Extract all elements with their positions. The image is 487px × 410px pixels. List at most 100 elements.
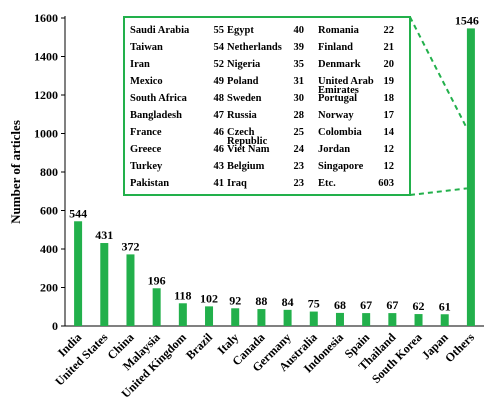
bar bbox=[178, 303, 187, 326]
inset-country: Iran bbox=[130, 59, 150, 70]
category-label: Brazil bbox=[183, 330, 216, 363]
inset-country: Portugal bbox=[318, 93, 357, 104]
inset-value: 35 bbox=[294, 59, 305, 70]
y-tick-label: 1400 bbox=[34, 50, 58, 64]
y-axis-label: Number of articles bbox=[8, 120, 23, 224]
inset-value: 12 bbox=[384, 144, 395, 155]
inset-country: Nigeria bbox=[227, 59, 261, 70]
bar bbox=[388, 313, 397, 326]
inset-country: Pakistan bbox=[130, 178, 169, 189]
inset-value: 46 bbox=[214, 127, 225, 138]
inset-value: 28 bbox=[294, 110, 305, 121]
bar bbox=[152, 288, 161, 326]
inset-country: Finland bbox=[318, 42, 353, 53]
inset-country: South Africa bbox=[130, 93, 188, 104]
connector-line bbox=[409, 16, 468, 129]
inset-country: Denmark bbox=[318, 59, 361, 70]
inset-country: Taiwan bbox=[130, 42, 163, 53]
inset-value: 19 bbox=[384, 76, 395, 87]
y-tick-label: 400 bbox=[40, 242, 58, 256]
inset-value: 55 bbox=[214, 25, 225, 36]
connector-line bbox=[409, 187, 468, 196]
inset-value: 52 bbox=[214, 59, 225, 70]
inset-value: 25 bbox=[294, 127, 305, 138]
inset-country: Etc. bbox=[318, 178, 336, 189]
inset-value: 48 bbox=[214, 93, 225, 104]
data-label: 62 bbox=[413, 299, 425, 313]
data-label: 1546 bbox=[455, 13, 479, 27]
category-label: Others bbox=[442, 330, 477, 365]
inset-value: 12 bbox=[384, 161, 395, 172]
data-label: 431 bbox=[95, 228, 113, 242]
bars bbox=[74, 28, 475, 327]
inset-country: Saudi Arabia bbox=[130, 25, 190, 36]
inset-country: Russia bbox=[227, 110, 258, 121]
bar bbox=[440, 314, 449, 326]
data-label: 68 bbox=[334, 298, 346, 312]
inset-value: 46 bbox=[214, 144, 225, 155]
inset-country: Jordan bbox=[318, 144, 350, 155]
inset-value: 24 bbox=[294, 144, 305, 155]
y-tick-label: 1000 bbox=[34, 127, 58, 141]
inset-country: Viet Nam bbox=[227, 144, 270, 155]
inset-box bbox=[123, 16, 411, 196]
y-tick-label: 1600 bbox=[34, 11, 58, 25]
inset-country: Poland bbox=[227, 76, 259, 87]
inset-value: 23 bbox=[294, 161, 305, 172]
bar bbox=[466, 28, 475, 327]
data-label: 84 bbox=[282, 295, 294, 309]
inset-value: 49 bbox=[214, 76, 225, 87]
data-label: 61 bbox=[439, 299, 451, 313]
bar bbox=[205, 306, 214, 326]
inset-value: 18 bbox=[384, 93, 395, 104]
data-label: 102 bbox=[200, 291, 218, 305]
data-label: 88 bbox=[255, 294, 267, 308]
inset-value: 31 bbox=[294, 76, 305, 87]
inset-value: 20 bbox=[384, 59, 395, 70]
bar bbox=[335, 312, 344, 326]
data-label: 196 bbox=[148, 273, 166, 287]
inset-value: 54 bbox=[214, 42, 225, 53]
inset-value: 47 bbox=[214, 110, 225, 121]
inset-country: Singapore bbox=[318, 161, 364, 172]
bar bbox=[126, 254, 135, 326]
inset-value: 23 bbox=[294, 178, 305, 189]
inset-country: Belgium bbox=[227, 161, 265, 172]
inset-value: 603 bbox=[378, 178, 394, 189]
bar bbox=[257, 309, 266, 326]
inset-country: Mexico bbox=[130, 76, 163, 87]
y-tick-label: 600 bbox=[40, 204, 58, 218]
inset-value: 39 bbox=[294, 42, 305, 53]
inset-value: 21 bbox=[384, 42, 395, 53]
inset-country: France bbox=[130, 127, 162, 138]
inset-value: 30 bbox=[294, 93, 305, 104]
bar bbox=[362, 313, 371, 326]
bar bbox=[414, 314, 423, 326]
data-label: 544 bbox=[69, 206, 87, 220]
inset-value: 22 bbox=[384, 25, 395, 36]
inset-country: Norway bbox=[318, 110, 354, 121]
data-label: 92 bbox=[229, 293, 241, 307]
data-label: 372 bbox=[121, 239, 139, 253]
data-label: 67 bbox=[360, 298, 372, 312]
inset-value: 43 bbox=[214, 161, 225, 172]
inset-value: 41 bbox=[214, 178, 225, 189]
bar bbox=[100, 243, 109, 326]
data-label: 75 bbox=[308, 297, 320, 311]
inset-country: Sweden bbox=[227, 93, 262, 104]
inset-country: Iraq bbox=[227, 178, 247, 189]
bar bbox=[283, 309, 292, 326]
y-tick-label: 0 bbox=[52, 319, 58, 333]
y-tick-label: 800 bbox=[40, 165, 58, 179]
inset-value: 40 bbox=[294, 25, 305, 36]
data-label: 118 bbox=[174, 288, 191, 302]
inset-value: 14 bbox=[384, 127, 395, 138]
inset-country: Greece bbox=[130, 144, 162, 155]
inset-country: Colombia bbox=[318, 127, 363, 138]
